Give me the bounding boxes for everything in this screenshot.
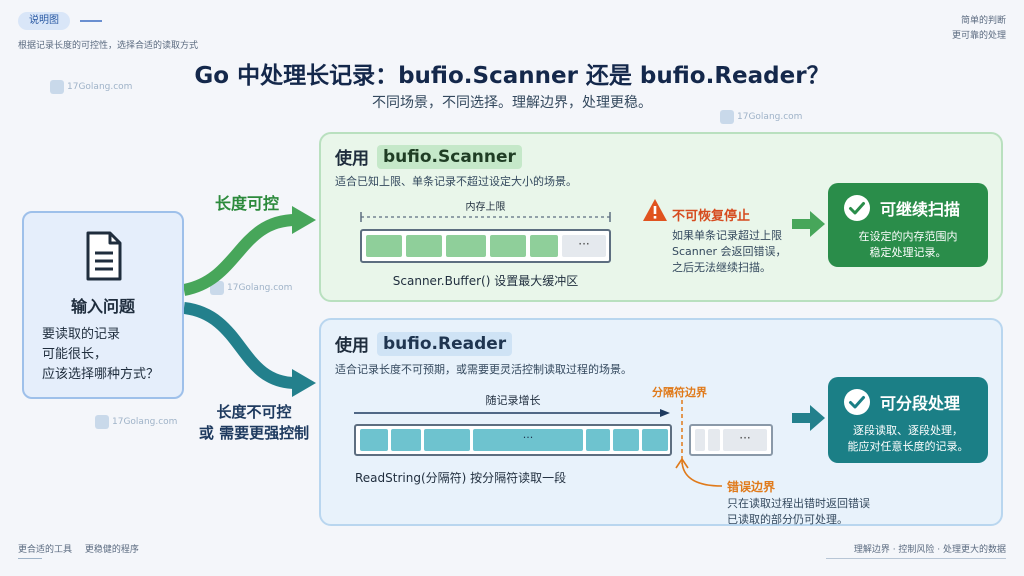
footer-left-divider: [18, 558, 42, 559]
error-line: 已读取的部分仍可处理。: [727, 513, 848, 526]
scanner-buffer-caption: Scanner.Buffer() 设置最大缓冲区: [392, 274, 579, 288]
result-line: 在设定的内存范围内: [858, 230, 958, 243]
memory-limit-bracket: [360, 212, 611, 222]
reader-cell: [586, 429, 610, 451]
arrow-head-scanner: [292, 206, 316, 234]
input-question-card: 输入问题 要读取的记录 可能很长， 应该选择哪种方式？: [22, 211, 184, 399]
scanner-description: 适合已知上限、单条记录不超过设定大小的场景。: [335, 175, 577, 188]
warn-line: 之后无法继续扫描。: [672, 261, 771, 274]
reader-buffer: ···: [354, 424, 672, 456]
warn-body: 如果单条记录超过上限 Scanner 会返回错误， 之后无法继续扫描。: [672, 228, 787, 276]
arrow-to-scanner: [184, 214, 297, 296]
input-line: 可能很长，: [42, 347, 108, 362]
input-title: 输入问题: [70, 297, 135, 316]
memory-limit-label: 内存上限: [465, 202, 506, 213]
diagram-tag: 说明图: [18, 12, 70, 30]
warning-icon: [643, 199, 667, 221]
scanner-result-arrow: [792, 211, 825, 237]
scanner-result-box: 可继续扫描 在设定的内存范围内 稳定处理记录。: [828, 183, 988, 267]
result-line: 逐段读取、逐段处理，: [853, 424, 963, 437]
subnote: 根据记录长度的可控性，选择合适的读取方式: [18, 41, 199, 51]
top-right-line-1: 简单的判断: [960, 16, 1006, 26]
buffer-ellipsis: ···: [562, 235, 606, 257]
next-cell: [708, 429, 720, 451]
separator-boundary-line: [681, 400, 683, 464]
scanner-buffer: ···: [360, 229, 611, 263]
result-line: 能应对任意长度的记录。: [847, 440, 969, 453]
reader-cell: [360, 429, 388, 451]
growth-arrow: [354, 409, 670, 417]
error-boundary-body: 只在读取过程出错时返回错误 已读取的部分仍可处理。: [727, 496, 870, 528]
document-icon: [86, 231, 122, 281]
footer-left-1: 更合适的工具: [18, 545, 73, 555]
use-word: 使用: [335, 336, 369, 356]
footer-left-2: 更稳健的程序: [84, 545, 139, 555]
page-title: Go 中处理长记录：bufio.Scanner 还是 bufio.Reader？: [194, 63, 830, 89]
reader-cell: [391, 429, 421, 451]
branch-arrows: [184, 206, 316, 397]
input-line: 应该选择哪种方式？: [42, 367, 160, 382]
branch-bottom-line-1: 长度不可控: [216, 403, 292, 421]
reader-ellipsis: ···: [473, 429, 583, 451]
arrow-to-reader: [184, 302, 297, 389]
watermark-logo-icon: [50, 80, 64, 94]
reader-cell: [642, 429, 668, 451]
reader-result-box: 可分段处理 逐段读取、逐段处理， 能应对任意长度的记录。: [828, 377, 988, 463]
warn-line: 如果单条记录超过上限: [672, 229, 782, 242]
reader-code-pill: bufio.Reader: [377, 331, 513, 356]
buffer-cell: [366, 235, 402, 257]
footer-right: 理解边界 · 控制风险 · 处理更大的数据: [853, 545, 1006, 555]
top-right-line-2: 更可靠的处理: [951, 31, 1006, 41]
reader-result-body: 逐段读取、逐段处理， 能应对任意长度的记录。: [828, 423, 988, 455]
watermark: 17Golang.com: [95, 415, 177, 429]
scanner-heading: 使用 bufio.Scanner: [335, 144, 522, 169]
buffer-cell: [406, 235, 442, 257]
warn-line: Scanner 会返回错误，: [672, 245, 787, 258]
separator-label: 分隔符边界: [652, 386, 707, 399]
branch-label-uncontrollable: 长度不可控 或 需要更强控制: [196, 402, 312, 444]
error-boundary-title: 错误边界: [727, 480, 776, 494]
footer-left: 更合适的工具 更稳健的程序: [18, 542, 139, 555]
top-right-note: 简单的判断 更可靠的处理: [952, 14, 1006, 44]
scanner-code-pill: bufio.Scanner: [377, 144, 522, 169]
reader-cell: [613, 429, 639, 451]
next-segment-buffer: ···: [689, 424, 773, 456]
error-boundary-arrow: [675, 458, 723, 487]
page-subtitle: 不同场景，不同选择。理解边界，处理更稳。: [372, 95, 652, 111]
check-icon: [844, 195, 870, 221]
watermark-logo-icon: [720, 110, 734, 124]
buffer-cell: [490, 235, 526, 257]
buffer-cell: [530, 235, 558, 257]
arrow-head-reader: [292, 369, 316, 397]
use-word: 使用: [335, 149, 369, 169]
buffer-cell: [446, 235, 486, 257]
reader-heading: 使用 bufio.Reader: [335, 331, 513, 356]
scanner-result-body: 在设定的内存范围内 稳定处理记录。: [828, 229, 988, 261]
footer-right-divider: [826, 558, 1006, 559]
branch-bottom-line-2: 或 需要更强控制: [198, 424, 310, 442]
reader-result-title: 可分段处理: [880, 394, 961, 413]
warn-title: 不可恢复停止: [672, 209, 751, 224]
watermark: 17Golang.com: [720, 110, 802, 124]
check-icon: [844, 389, 870, 415]
result-line: 稳定处理记录。: [869, 246, 947, 259]
grow-label: 随记录增长: [485, 394, 541, 407]
reader-caption: ReadString(分隔符) 按分隔符读取一段: [355, 471, 567, 485]
scanner-result-title: 可继续扫描: [880, 200, 961, 219]
tag-divider: [80, 20, 102, 22]
watermark-logo-icon: [95, 415, 109, 429]
reader-description: 适合记录长度不可预期，或需要更灵活控制读取过程的场景。: [335, 363, 632, 376]
error-line: 只在读取过程出错时返回错误: [727, 497, 870, 510]
reader-cell: [424, 429, 470, 451]
watermark: 17Golang.com: [50, 80, 132, 94]
next-ellipsis: ···: [723, 429, 767, 451]
input-body: 要读取的记录 可能很长， 应该选择哪种方式？: [42, 325, 159, 385]
branch-label-controllable: 长度可控: [215, 194, 280, 213]
reader-result-arrow: [792, 405, 825, 431]
next-cell: [695, 429, 705, 451]
input-line: 要读取的记录: [42, 327, 121, 342]
